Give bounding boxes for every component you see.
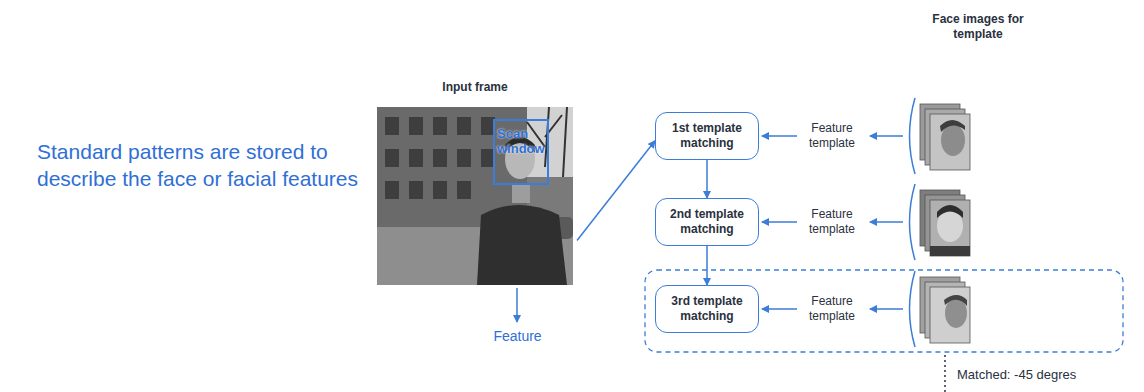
flow-arrow <box>706 160 708 198</box>
leader-arrow <box>870 308 903 310</box>
bracket <box>910 184 916 260</box>
template-label: Feature template <box>797 121 867 151</box>
scan-window-label: Scan window <box>495 121 547 157</box>
dotted-leader <box>944 355 946 392</box>
leader-arrow <box>870 221 903 223</box>
box-label: 1st template matching <box>664 121 750 151</box>
input-frame-image: Input frameScan window <box>377 107 573 285</box>
leader-arrow <box>516 288 518 322</box>
street-photo <box>377 107 573 285</box>
flow-arrow <box>706 246 708 285</box>
feature-label: Feature <box>470 328 565 345</box>
process-box: 1st template matching <box>655 112 759 160</box>
result-label: Matched: -45 degres <box>957 367 1137 383</box>
process-box: 2nd template matching <box>655 198 759 246</box>
bracket <box>910 271 916 347</box>
box-label: 2nd template matching <box>664 207 750 237</box>
leader-arrow <box>762 135 797 137</box>
process-box: 3rd template matching <box>655 285 759 333</box>
face-image-stack <box>920 277 970 343</box>
dashed-group-outline <box>645 270 1123 352</box>
leader-arrow <box>870 135 903 137</box>
leader-arrow <box>762 308 797 310</box>
face-image-stack <box>920 104 970 170</box>
scan-window: Scan window <box>493 119 549 185</box>
box-label: 3rd template matching <box>664 294 750 324</box>
face-image-stack <box>920 190 970 256</box>
template-label: Feature template <box>797 207 867 237</box>
note-text: Standard patterns are stored to describe… <box>37 138 367 193</box>
flow-arrow <box>577 141 655 241</box>
bracket <box>910 98 916 174</box>
leader-arrow <box>762 221 797 223</box>
column-heading: Face images for template <box>922 12 1034 42</box>
template-label: Feature template <box>797 294 867 324</box>
image-heading: Input frame <box>407 80 543 94</box>
